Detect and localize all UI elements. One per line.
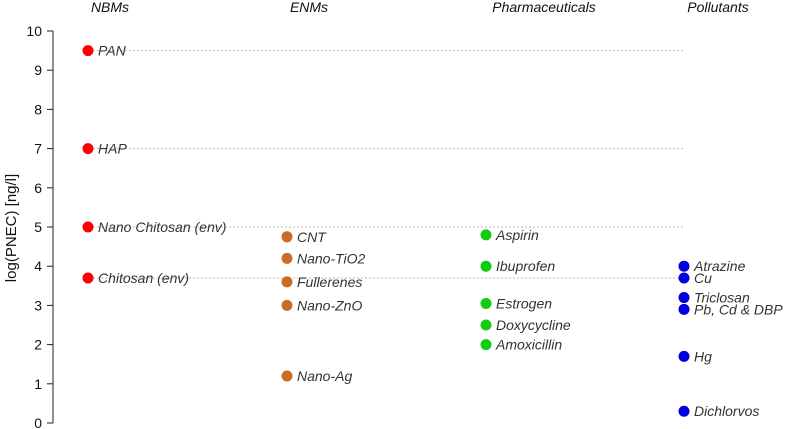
data-point — [678, 260, 690, 272]
data-point — [480, 260, 492, 272]
data-point — [281, 370, 293, 382]
data-point — [281, 252, 293, 264]
data-point — [678, 272, 690, 284]
data-point-label: Dichlorvos — [694, 403, 759, 419]
data-point-label: Nano-Ag — [297, 368, 352, 384]
category-headers: NBMs ENMs Pharmaceuticals Pollutants — [91, 0, 749, 15]
category-header: Pollutants — [687, 0, 748, 15]
data-point-label: Aspirin — [495, 227, 539, 243]
y-tick-label: 1 — [34, 376, 42, 392]
data-point — [678, 350, 690, 362]
data-point — [281, 231, 293, 243]
data-point-label: Atrazine — [693, 258, 746, 274]
data-point — [82, 272, 94, 284]
y-tick-label: 6 — [34, 180, 42, 196]
data-point — [82, 221, 94, 233]
data-point-label: Pb, Cd & DBP — [694, 301, 783, 317]
data-point-label: Nano-ZnO — [297, 297, 362, 313]
data-point-label: Ibuprofen — [496, 258, 555, 274]
reference-lines — [93, 50, 684, 279]
data-point-label: Hg — [694, 348, 712, 364]
data-point — [480, 339, 492, 351]
data-point — [480, 319, 492, 331]
data-point-label: Nano Chitosan (env) — [98, 219, 226, 235]
y-tick-label: 0 — [34, 415, 42, 429]
data-point-label: Amoxicillin — [495, 337, 562, 353]
data-point-label: Nano-TiO2 — [297, 250, 366, 266]
data-point — [82, 45, 94, 57]
data-point-label: Chitosan (env) — [98, 270, 189, 286]
series-group: PAN HAP Nano Chitosan (env) Chitosan (env) — [82, 43, 226, 286]
y-tick-label: 8 — [34, 101, 42, 117]
data-point — [678, 405, 690, 417]
category-header: ENMs — [290, 0, 328, 15]
data-point-label: PAN — [98, 43, 127, 59]
series-group: AspirinIbuprofenEstrogenDoxycyclineAmoxi… — [480, 227, 571, 353]
y-tick-label: 2 — [34, 337, 42, 353]
data-point — [678, 292, 690, 304]
data-point-label: Estrogen — [496, 295, 552, 311]
category-header: Pharmaceuticals — [492, 0, 596, 15]
data-point — [678, 303, 690, 315]
data-point-label: Fullerenes — [297, 274, 362, 290]
category-header: NBMs — [91, 0, 129, 15]
data-point-label: Doxycycline — [496, 317, 571, 333]
data-point-label: CNT — [297, 229, 327, 245]
data-point-label: Triclosan — [694, 290, 750, 306]
data-point — [281, 276, 293, 288]
y-tick-label: 7 — [34, 141, 42, 157]
data-point — [480, 297, 492, 309]
y-tick-label: 3 — [34, 297, 42, 313]
y-axis: 0 1 2 3 4 5 6 7 8 9 10 — [26, 23, 54, 429]
y-tick-label: 5 — [34, 219, 42, 235]
y-tick-label: 10 — [26, 23, 42, 39]
y-tick-label: 4 — [34, 258, 42, 274]
data-point — [82, 143, 94, 155]
data-point-label: HAP — [98, 141, 127, 157]
y-axis-label: log(PNEC) [ng/l] — [3, 174, 20, 282]
data-point — [281, 299, 293, 311]
y-tick-label: 9 — [34, 62, 42, 78]
data-point — [480, 229, 492, 241]
data-points: PAN HAP Nano Chitosan (env) Chitosan (env) C… — [82, 43, 783, 419]
data-point-label: Cu — [694, 270, 712, 286]
